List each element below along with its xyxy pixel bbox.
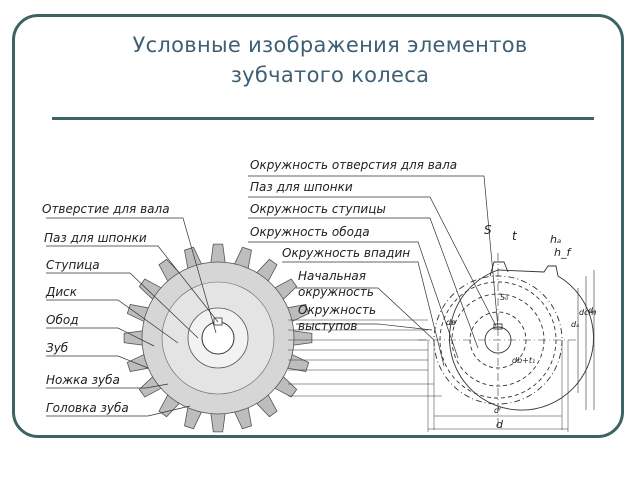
gear-illustration: [123, 243, 313, 433]
dim-df: dᶠ: [494, 406, 502, 415]
label-tooth-tip: Головка зуба: [46, 401, 129, 415]
dim-s: S: [484, 223, 492, 237]
right-leader-lines: [248, 175, 499, 367]
title-divider: [52, 117, 594, 120]
label-root-circle: Окружность впадин: [282, 246, 411, 260]
label-tooth: Зуб: [46, 341, 69, 355]
label-tooth-root: Ножка зуба: [46, 373, 120, 387]
tip-outline: [449, 265, 594, 411]
label-shaft-hole-circle: Окружность отверстия для вала: [250, 158, 458, 172]
dim-dz: dₐ: [588, 306, 597, 315]
gear-drawing-svg: [46, 175, 595, 433]
label-keyway-right: Паз для шпонки: [250, 180, 353, 194]
title-line-2: зубчатого колеса: [230, 63, 430, 87]
label-tip-circle-2: выступов: [298, 319, 358, 333]
dim-ha: hₐ: [550, 233, 562, 246]
shaft-hole: [201, 321, 235, 355]
slide-frame: [12, 14, 624, 438]
gear-tooth: [210, 243, 226, 265]
title-line-1: Условные изображения элементов: [132, 33, 528, 57]
dim-dcm: dcm: [579, 308, 597, 317]
label-shaft-hole: Отверстие для вала: [42, 202, 170, 216]
dim-dbt: db+t₁: [512, 356, 536, 365]
left-leader-lines: [46, 217, 219, 417]
label-rim-circle: Окружность обода: [250, 225, 370, 239]
label-disk: Диск: [46, 285, 78, 299]
dim-da: dₐ: [571, 320, 580, 329]
label-rim: Обод: [46, 313, 79, 327]
label-keyway-left: Паз для шпонки: [44, 231, 147, 245]
label-tip-circle-1: Окружность: [298, 303, 377, 317]
label-hub: Ступица: [46, 258, 100, 272]
gear-tooth: [210, 411, 226, 433]
label-pitch-circle-2: окружность: [298, 285, 374, 299]
slide-title: Условные изображения элементов зубчатого…: [60, 30, 600, 90]
technical-view: [418, 253, 595, 432]
dim-dv: dв: [446, 318, 456, 327]
dim-hf: h_f: [554, 246, 571, 259]
dim-t: t: [512, 229, 517, 243]
gear-drawing: Отверстие для вала Паз для шпонки Ступиц…: [38, 148, 608, 438]
projection-lines: [288, 319, 442, 397]
label-hub-circle: Окружность ступицы: [250, 202, 386, 216]
dim-d: d: [496, 418, 503, 431]
dim-so: S₀: [500, 293, 509, 302]
label-pitch-circle-1: Начальная: [298, 269, 366, 283]
